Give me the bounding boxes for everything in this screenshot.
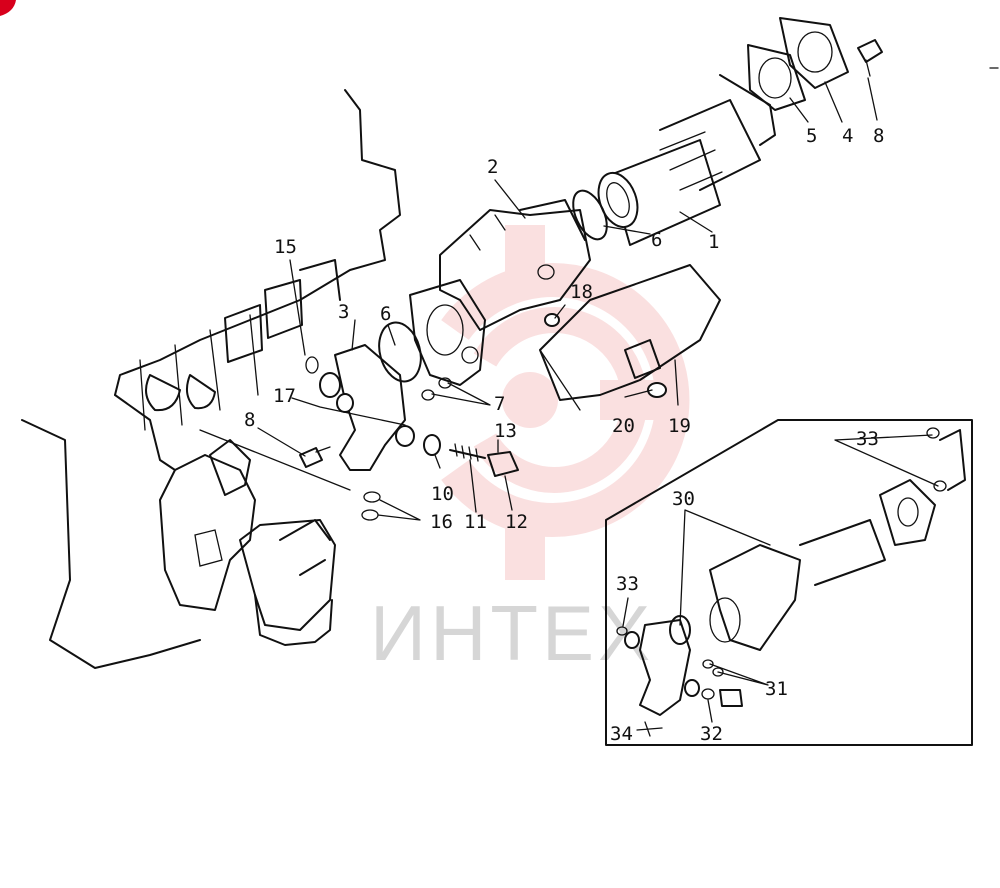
label-3: 3: [338, 301, 349, 323]
engine-block: [21, 89, 401, 669]
label-2: 2: [487, 156, 498, 178]
part-8-bolt-top: [857, 39, 883, 77]
label-32: 32: [700, 723, 723, 745]
leader-lines: [199, 77, 878, 521]
corner-mark: [0, 0, 16, 16]
label-20: 20: [612, 415, 635, 437]
part-2-housing: [409, 199, 591, 386]
label-34: 34: [610, 723, 633, 745]
part-19-cover: [539, 264, 721, 401]
label-1: 1: [708, 231, 719, 253]
label-6-mid: 6: [380, 303, 391, 325]
label-19: 19: [668, 415, 691, 437]
label-6-top: 6: [651, 229, 662, 251]
label-7: 7: [494, 393, 505, 415]
label-12: 12: [505, 511, 528, 533]
label-15: 15: [274, 236, 297, 258]
part-8-bolt-mid: [299, 446, 331, 468]
label-18: 18: [570, 281, 593, 303]
label-16: 16: [430, 511, 453, 533]
label-13: 13: [494, 420, 517, 442]
label-17: 17: [273, 385, 296, 407]
label-30: 30: [672, 488, 695, 510]
label-11: 11: [464, 511, 487, 533]
part-labels: 1 2 3 4 5 6 6 7 8 8 10 11 12 13 15 16 17…: [244, 125, 884, 745]
part-1-pipe: [597, 74, 776, 246]
label-33-left: 33: [616, 573, 639, 595]
label-8-top: 8: [873, 125, 884, 147]
part-5-gasket: [747, 44, 806, 111]
part-3-elbow: [319, 344, 415, 471]
label-10: 10: [431, 483, 454, 505]
label-5: 5: [806, 125, 817, 147]
label-8-mid: 8: [244, 409, 255, 431]
label-4: 4: [842, 125, 853, 147]
inset-detail: [605, 419, 973, 746]
part-6-ring-top: [572, 189, 608, 241]
watermark-text: ИНТЕХ: [370, 589, 654, 677]
label-33-top: 33: [856, 428, 879, 450]
watermark-logo: [441, 225, 690, 580]
part-4-flange: [779, 17, 849, 89]
label-31: 31: [765, 678, 788, 700]
part-10-12-plug: [423, 434, 519, 477]
